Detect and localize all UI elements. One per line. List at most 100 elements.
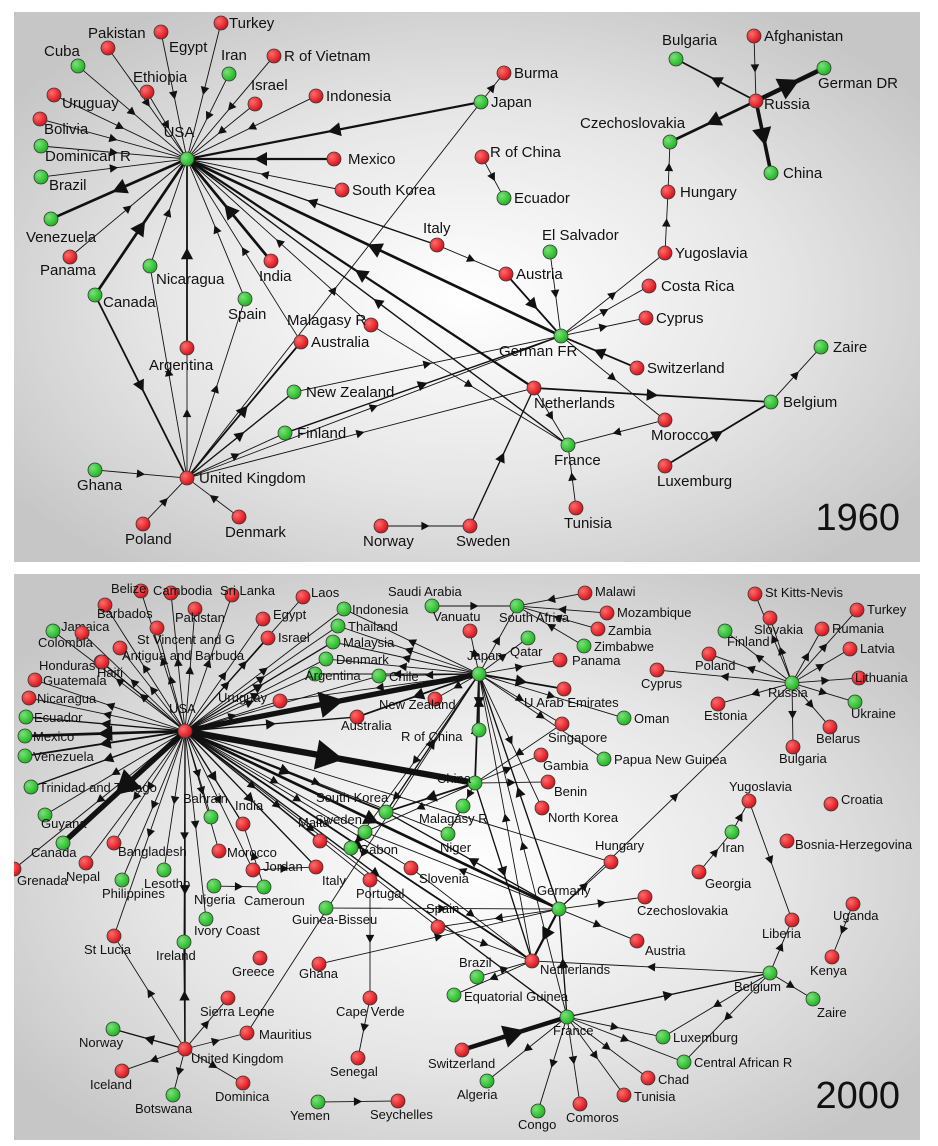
node-croatia[interactable]: Croatia — [823, 792, 884, 812]
node-chile[interactable]: Chile — [371, 668, 419, 684]
node-marker[interactable] — [177, 1041, 193, 1057]
node-marker[interactable] — [308, 88, 324, 104]
node-marker[interactable] — [224, 587, 240, 603]
node-marker[interactable] — [814, 621, 830, 637]
node-marker[interactable] — [27, 672, 43, 688]
node-eqguinea[interactable]: Equatorial Guinea — [446, 987, 569, 1004]
node-marker[interactable] — [637, 889, 653, 905]
node-yugoslavia[interactable]: Yugoslavia — [729, 779, 793, 809]
node-marker[interactable] — [114, 872, 130, 888]
node-marker[interactable] — [263, 253, 279, 269]
node-southkorea[interactable]: South Korea — [334, 182, 436, 199]
node-marker[interactable] — [455, 798, 471, 814]
node-marker[interactable] — [266, 48, 282, 64]
node-tunisia[interactable]: Tunisia — [564, 500, 612, 532]
node-russia[interactable]: Russia — [768, 675, 809, 700]
node-switzerland[interactable]: Switzerland — [428, 1042, 495, 1071]
node-norway[interactable]: Norway — [79, 1021, 124, 1050]
node-marker[interactable] — [18, 709, 34, 725]
node-marker[interactable] — [198, 911, 214, 927]
node-marker[interactable] — [616, 710, 632, 726]
node-marker[interactable] — [37, 807, 53, 823]
node-uae[interactable]: U Arab Emirates — [524, 681, 619, 710]
node-mozambique[interactable]: Mozambique — [599, 605, 691, 621]
node-marker[interactable] — [33, 169, 49, 185]
node-jamaica[interactable]: Jamaica — [45, 619, 110, 639]
node-botswana[interactable]: Botswana — [135, 1087, 193, 1116]
node-marker[interactable] — [33, 138, 49, 154]
node-marker[interactable] — [260, 630, 276, 646]
node-israel[interactable]: Israel — [260, 630, 310, 646]
node-marker[interactable] — [805, 991, 821, 1007]
node-marker[interactable] — [311, 956, 327, 972]
node-marker[interactable] — [813, 339, 829, 355]
node-austria[interactable]: Austria — [629, 933, 686, 958]
node-marker[interactable] — [596, 751, 612, 767]
node-marker[interactable] — [165, 1087, 181, 1103]
node-marker[interactable] — [17, 728, 33, 744]
node-denmark[interactable]: Denmark — [318, 651, 389, 667]
node-marker[interactable] — [446, 987, 462, 1003]
node-marker[interactable] — [845, 896, 861, 912]
node-marker[interactable] — [373, 518, 389, 534]
node-marker[interactable] — [462, 518, 478, 534]
node-zaire[interactable]: Zaire — [805, 991, 847, 1020]
node-panama[interactable]: Panama — [552, 652, 621, 668]
node-rumania[interactable]: Rumania — [814, 621, 885, 637]
node-yemen[interactable]: Yemen — [290, 1094, 330, 1123]
node-marker[interactable] — [239, 1025, 255, 1041]
node-gambia[interactable]: Gambia — [533, 747, 589, 773]
node-marker[interactable] — [97, 597, 113, 613]
node-japan[interactable]: Japan — [467, 648, 502, 682]
node-greece[interactable]: Greece — [232, 950, 275, 979]
node-germandr[interactable]: German DR — [816, 60, 898, 92]
node-marker[interactable] — [220, 990, 236, 1006]
node-marker[interactable] — [310, 1094, 326, 1110]
node-netherlands[interactable]: Netherlands — [524, 953, 611, 977]
node-ghana[interactable]: Ghana — [77, 462, 123, 494]
node-marker[interactable] — [822, 719, 838, 735]
node-georgia[interactable]: Georgia — [691, 864, 752, 891]
node-egypt[interactable]: Egypt — [153, 24, 208, 56]
node-sweden[interactable]: Sweden — [456, 518, 510, 550]
node-malagasyr[interactable]: Malagasy R — [287, 312, 379, 333]
node-marker[interactable] — [479, 1073, 495, 1089]
node-marker[interactable] — [779, 833, 795, 849]
node-pakistan[interactable]: Pakistan — [88, 25, 146, 56]
node-marker[interactable] — [206, 878, 222, 894]
node-burma[interactable]: Burma — [496, 65, 559, 82]
node-trinidad[interactable]: Trinidad and Tobago — [23, 779, 157, 795]
node-bosnia[interactable]: Bosnia-Herzegovina — [779, 833, 913, 852]
node-china[interactable]: China — [437, 771, 483, 791]
node-marker[interactable] — [553, 328, 569, 344]
node-spain[interactable]: Spain — [426, 901, 459, 935]
node-marker[interactable] — [46, 87, 62, 103]
node-zimbabwe[interactable]: Zimbabwe — [576, 638, 654, 654]
node-malawi[interactable]: Malawi — [577, 584, 636, 601]
node-newzealand[interactable]: New Zealand — [286, 384, 394, 401]
node-marker[interactable] — [179, 470, 195, 486]
node-marker[interactable] — [78, 855, 94, 871]
node-marker[interactable] — [286, 384, 302, 400]
node-marker[interactable] — [471, 666, 487, 682]
node-china[interactable]: China — [763, 165, 823, 182]
node-portugal[interactable]: Portugal — [356, 872, 405, 901]
node-marker[interactable] — [556, 681, 572, 697]
node-brazil[interactable]: Brazil — [459, 955, 492, 985]
node-nicaragua[interactable]: Nicaragua — [142, 258, 225, 288]
node-venezuela[interactable]: Venezuela — [26, 211, 97, 246]
node-marker[interactable] — [524, 953, 540, 969]
node-marker[interactable] — [762, 965, 778, 981]
node-finland[interactable]: Finland — [277, 425, 346, 442]
node-marker[interactable] — [326, 151, 342, 167]
node-indonesia[interactable]: Indonesia — [308, 88, 392, 105]
node-marker[interactable] — [559, 1009, 575, 1025]
node-marker[interactable] — [533, 747, 549, 763]
node-panama[interactable]: Panama — [40, 249, 97, 279]
node-israel[interactable]: Israel — [247, 77, 288, 112]
node-zambia[interactable]: Zambia — [590, 621, 652, 638]
node-hungary[interactable]: Hungary — [595, 838, 645, 870]
node-marker[interactable] — [498, 266, 514, 282]
node-indonesia[interactable]: Indonesia — [336, 601, 409, 617]
node-marker[interactable] — [330, 618, 346, 634]
